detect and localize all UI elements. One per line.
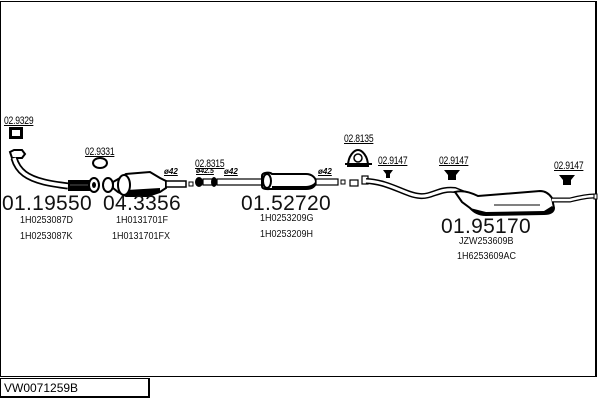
front-pipe-icon [8, 149, 100, 193]
oem-number: 1H0131701F [116, 215, 169, 226]
catalytic-converter-icon [102, 170, 194, 197]
oem-number: 1H6253609AC [457, 251, 517, 262]
fitting-ref-rubber-mount: 02.8135 [344, 133, 374, 145]
oem-number: 1H0253087D [20, 215, 74, 226]
oem-number: 1H0253209G [260, 213, 314, 224]
middle-silencer-icon [216, 171, 346, 191]
fitting-ref-flange-gasket: 02.9329 [4, 115, 34, 127]
clamp-icon [195, 177, 217, 187]
oem-number: JZW253609B [459, 236, 514, 247]
ring-gasket-icon [92, 157, 108, 169]
fitting-ref-hanger-2: 02.9147 [439, 155, 469, 167]
rubber-hanger-icon [559, 175, 575, 185]
rear-silencer-icon [349, 175, 598, 217]
diameter-label: ø42 [164, 167, 178, 176]
fitting-ref-ring-gasket: 02.9331 [85, 146, 115, 158]
part-number-rear-silencer: 01.95170 [441, 215, 531, 238]
rubber-hanger-icon [383, 170, 393, 178]
oem-number: 1H0253087K [20, 231, 73, 242]
fitting-ref-clamp: 02.8315 [195, 158, 225, 170]
diagram-frame [0, 1, 597, 377]
fitting-ref-hanger-3: 02.9147 [554, 160, 584, 172]
fitting-ref-hanger-1: 02.9147 [378, 155, 408, 167]
diameter-label: ø42 [318, 167, 332, 176]
part-number-catalytic-converter: 04.3356 [103, 192, 182, 215]
oem-number: 1H0253209H [260, 229, 314, 240]
flange-gasket-icon [9, 127, 23, 139]
diagram-code: VW0071259B [0, 378, 150, 398]
diameter-label: ø42.5 [196, 168, 214, 175]
part-number-front-pipe: 01.19550 [2, 192, 92, 215]
rubber-hanger-icon [444, 170, 460, 180]
rubber-mount-icon [345, 148, 372, 167]
part-number-middle-silencer: 01.52720 [241, 192, 331, 215]
diameter-label: ø42 [224, 167, 238, 176]
oem-number: 1H0131701FX [112, 231, 171, 242]
